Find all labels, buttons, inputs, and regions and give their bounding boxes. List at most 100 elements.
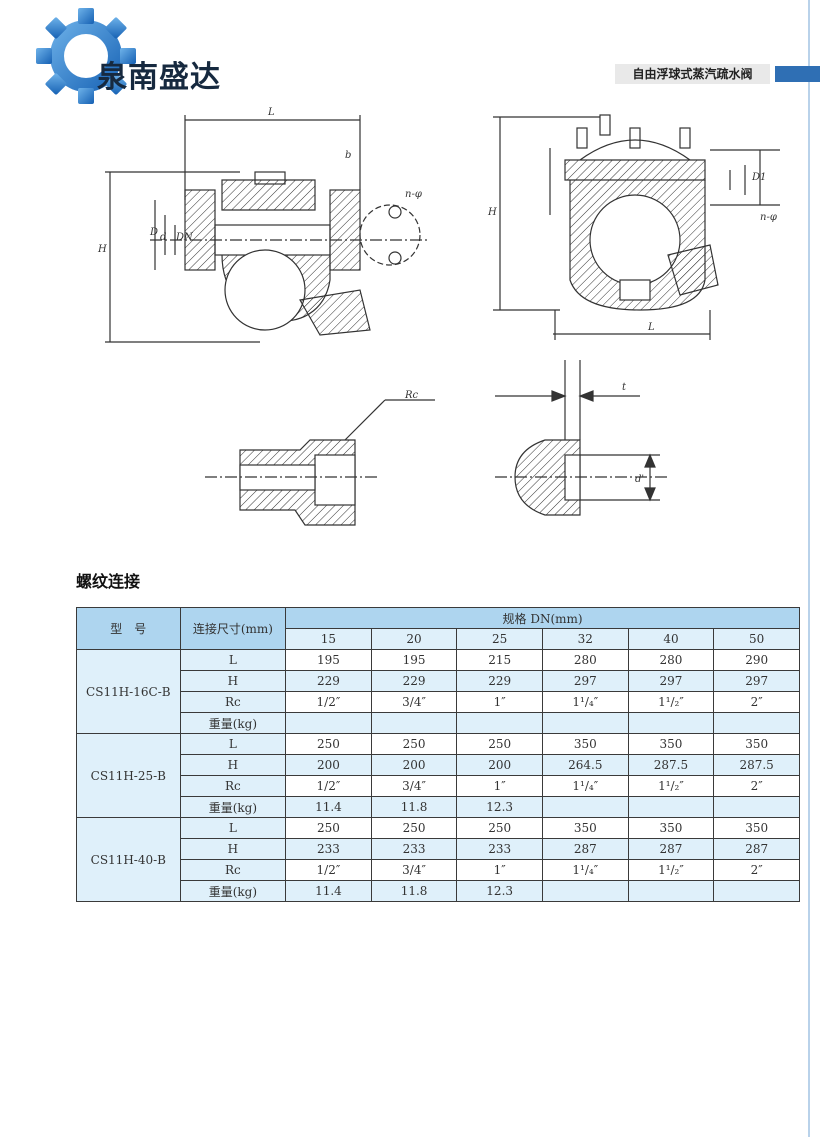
value-cell: 350 [541, 733, 629, 755]
page-edge-line [808, 0, 810, 1137]
value-cell: 350 [713, 817, 800, 839]
model-cell: CS11H-40-B [76, 817, 181, 902]
value-cell: 287 [627, 838, 715, 860]
dn-cell: 40 [627, 628, 715, 650]
table-row: 重量(kg) [77, 712, 800, 734]
value-cell: 195 [285, 649, 372, 671]
value-cell: 287.5 [713, 754, 800, 776]
gear-logo-icon [36, 8, 136, 104]
dn-cell: 32 [541, 628, 629, 650]
front-view-drawing [493, 114, 780, 340]
accent-block [775, 66, 820, 82]
value-cell: 233 [456, 838, 543, 860]
row-label-cell: Rc [179, 775, 287, 797]
value-cell: 1¹/₂″ [627, 775, 715, 797]
label-b: b [345, 150, 351, 161]
row-label-cell: Rc [179, 691, 287, 713]
label-H-right: H [487, 207, 497, 218]
value-cell: 2″ [713, 691, 800, 713]
value-cell: 1¹/₄″ [541, 775, 629, 797]
value-cell: 1¹/₂″ [627, 691, 715, 713]
header-bar: 自由浮球式蒸汽疏水阀 [615, 64, 820, 84]
value-cell: 350 [627, 817, 715, 839]
row-label-cell: H [179, 754, 287, 776]
row-label-cell: 重量(kg) [179, 880, 287, 902]
label-D: D [149, 227, 158, 238]
value-cell [627, 712, 715, 734]
value-cell [541, 712, 629, 734]
value-cell: 250 [456, 817, 543, 839]
model-cell: CS11H-16C-B [76, 649, 181, 734]
value-cell [627, 880, 715, 902]
label-d: d [160, 232, 166, 243]
value-cell: 229 [285, 670, 372, 692]
value-cell: 200 [285, 754, 372, 776]
value-cell: 1/2″ [285, 775, 372, 797]
value-cell: 1″ [456, 775, 543, 797]
value-cell: 1¹/₂″ [627, 859, 715, 881]
value-cell: 12.3 [456, 796, 543, 818]
value-cell: 1/2″ [285, 691, 372, 713]
value-cell: 350 [541, 817, 629, 839]
value-cell: 290 [713, 649, 800, 671]
value-cell: 12.3 [456, 880, 543, 902]
value-cell [456, 712, 543, 734]
value-cell: 250 [285, 817, 372, 839]
label-L-left: L [267, 107, 275, 118]
row-label-cell: H [179, 670, 287, 692]
value-cell [370, 712, 458, 734]
section-title: 螺纹连接 [76, 572, 141, 591]
value-cell: 264.5 [541, 754, 629, 776]
value-cell: 287.5 [627, 754, 715, 776]
value-cell: 280 [541, 649, 629, 671]
label-D1: D1 [751, 172, 766, 183]
model-cell: CS11H-25-B [76, 733, 181, 818]
t-detail-drawing [495, 360, 670, 516]
value-cell: 1¹/₄″ [541, 859, 629, 881]
value-cell [713, 712, 800, 734]
value-cell: 215 [456, 649, 543, 671]
label-H-left: H [97, 244, 107, 255]
spec-table: 型 号 连接尺寸(mm) 规格 DN(mm) 15 20 25 32 40 50… [76, 607, 800, 902]
value-cell: 1″ [456, 859, 543, 881]
dn-cell: 20 [370, 628, 458, 650]
label-t: t [622, 382, 627, 393]
value-cell: 250 [285, 733, 372, 755]
value-cell: 200 [370, 754, 458, 776]
value-cell: 195 [370, 649, 458, 671]
value-cell: 11.4 [285, 880, 372, 902]
header-connection: 连接尺寸(mm) [179, 607, 287, 650]
value-cell: 250 [370, 733, 458, 755]
value-cell: 1/2″ [285, 859, 372, 881]
row-label-cell: L [179, 649, 287, 671]
value-cell: 350 [713, 733, 800, 755]
label-d-prime: d' [635, 474, 644, 485]
label-Rc: Rc [404, 390, 419, 401]
value-cell: 350 [627, 733, 715, 755]
value-cell: 250 [456, 733, 543, 755]
dn-cell: 50 [713, 628, 800, 650]
dn-cell: 15 [285, 628, 372, 650]
value-cell [541, 880, 629, 902]
value-cell: 250 [370, 817, 458, 839]
value-cell: 297 [541, 670, 629, 692]
value-cell [713, 796, 800, 818]
value-cell: 287 [541, 838, 629, 860]
value-cell: 229 [456, 670, 543, 692]
row-label-cell: Rc [179, 859, 287, 881]
header-model: 型 号 [76, 607, 181, 650]
value-cell: 297 [713, 670, 800, 692]
label-nphi-right: n-φ [760, 212, 777, 223]
value-cell: 11.4 [285, 796, 372, 818]
value-cell: 297 [627, 670, 715, 692]
header-spec: 规格 DN(mm) [285, 607, 800, 629]
brand-name: 泉南盛达 [97, 60, 221, 95]
